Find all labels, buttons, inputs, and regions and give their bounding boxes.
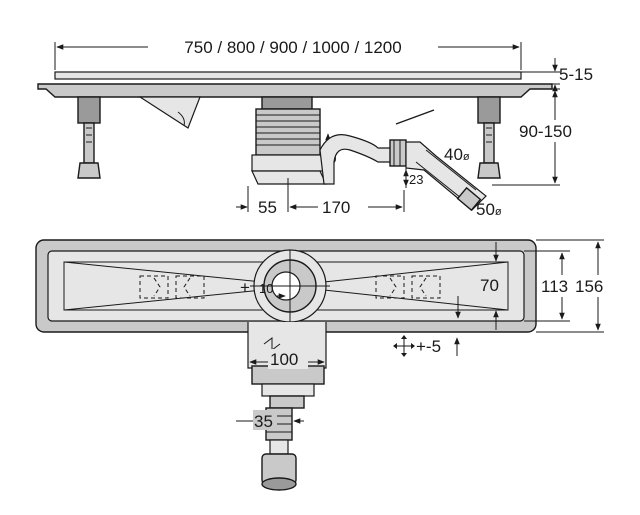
grate-width-label: 70 [480,276,499,295]
bend-drop-label: 23 [409,172,423,187]
grate-cover [54,71,522,80]
outlet-angle-label: 40ø [444,145,470,164]
four-way-arrow-icon [393,335,415,357]
left-adjustable-foot [77,96,101,179]
drain-outlet [250,249,330,323]
outlet-bend [405,141,487,212]
drain-diameter-label: 10 [259,281,273,296]
plan-view: 10 + 70 113 156 +-5 [35,239,604,491]
cover-gap-label: 5-15 [559,65,593,84]
outlet-run-label: 170 [322,198,350,217]
side-view: 750 / 800 / 900 / 1000 / 1200 5-15 90-15… [37,36,593,219]
outlet-diameter-label: 50ø [476,200,502,219]
side-offset-label: 55 [258,198,277,217]
support-bracket [137,96,201,129]
siphon-trap [251,96,327,185]
outlet-hose [319,134,393,185]
channel-body [37,83,553,98]
pipe-length-label: 35 [254,412,273,431]
outlet-spacing-label: 100 [270,350,298,369]
right-adjustable-foot [477,96,501,179]
inner-width-label: 113 [541,277,568,296]
outer-width-label: 156 [575,277,603,296]
adjust-range-label: +-5 [416,337,441,356]
outlet-pipe-plan [247,322,327,491]
height-range-label: 90-150 [519,122,572,141]
center-plus-marker: + [240,278,250,297]
length-options-label: 750 / 800 / 900 / 1000 / 1200 [184,38,401,57]
